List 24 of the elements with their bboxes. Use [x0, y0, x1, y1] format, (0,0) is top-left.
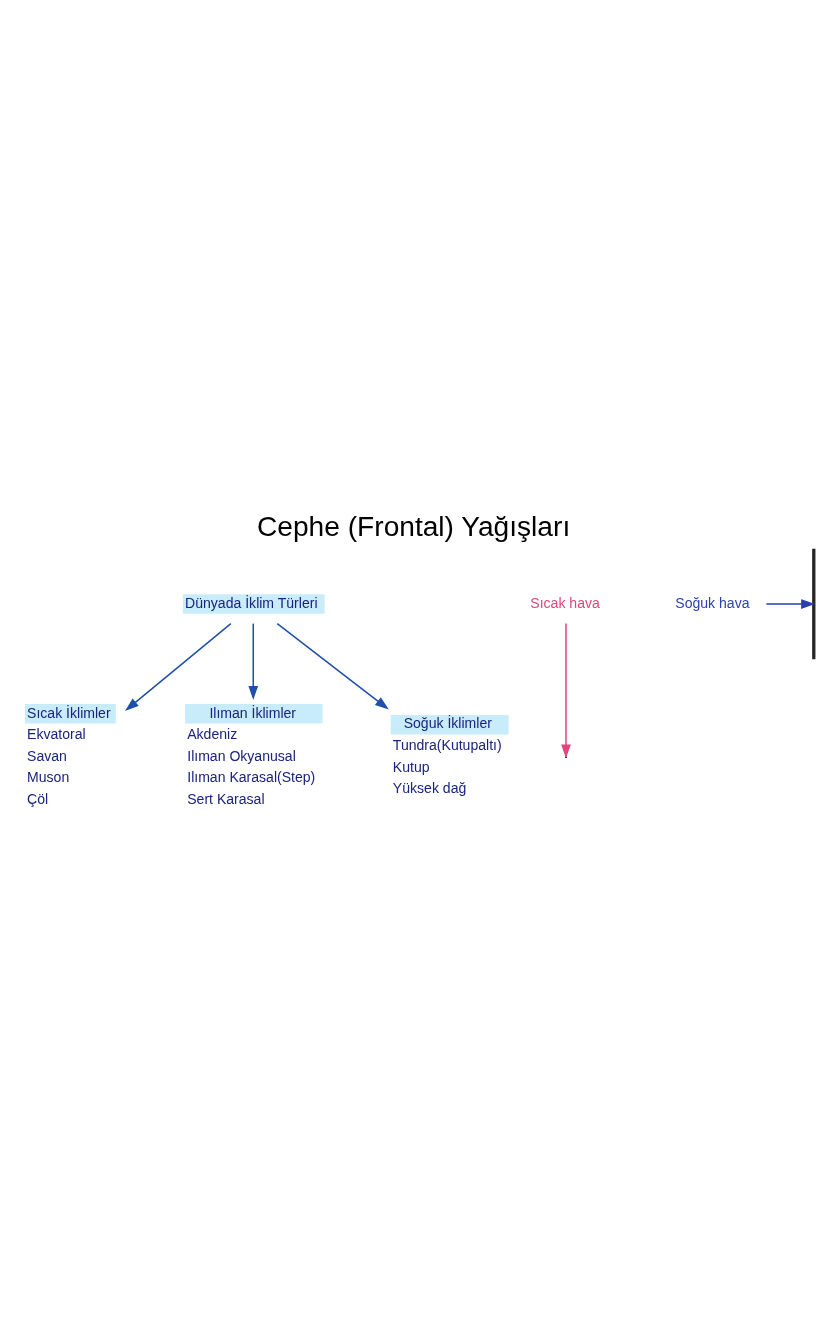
arrow [560, 622, 571, 759]
arrow [765, 599, 815, 609]
node-label: Kutup [392, 758, 430, 775]
node-label: Ilıman Karasal(Step) [186, 769, 315, 786]
node-text: Soğuk hava [674, 594, 750, 611]
node-label: Yüksek dağ [392, 780, 466, 797]
diagram-title: Cephe (Frontal) Yağışları [256, 511, 570, 543]
node-text: Sıcak hava [529, 594, 600, 611]
node-label: Sert Karasal [186, 791, 265, 808]
arrow [247, 622, 258, 700]
arrow [276, 622, 389, 710]
node-label: Akdeniz [186, 726, 237, 743]
node-label: Ekvatoral [26, 726, 86, 743]
node-label: Çöl [26, 791, 48, 808]
node-label: Ilıman Okyanusal [186, 747, 296, 764]
arrow [124, 622, 232, 711]
node-label: Muson [26, 769, 69, 786]
node-box: Ilıman İklimler [184, 704, 322, 724]
node-line [811, 548, 815, 660]
node-label: Savan [26, 747, 67, 764]
node-box: Sıcak İklimler [24, 704, 116, 724]
node-label: Tundra(Kutupaltı) [392, 737, 502, 754]
node-box: Dünyada İklim Türleri [182, 594, 325, 614]
node-box: Soğuk İklimler [390, 714, 509, 735]
